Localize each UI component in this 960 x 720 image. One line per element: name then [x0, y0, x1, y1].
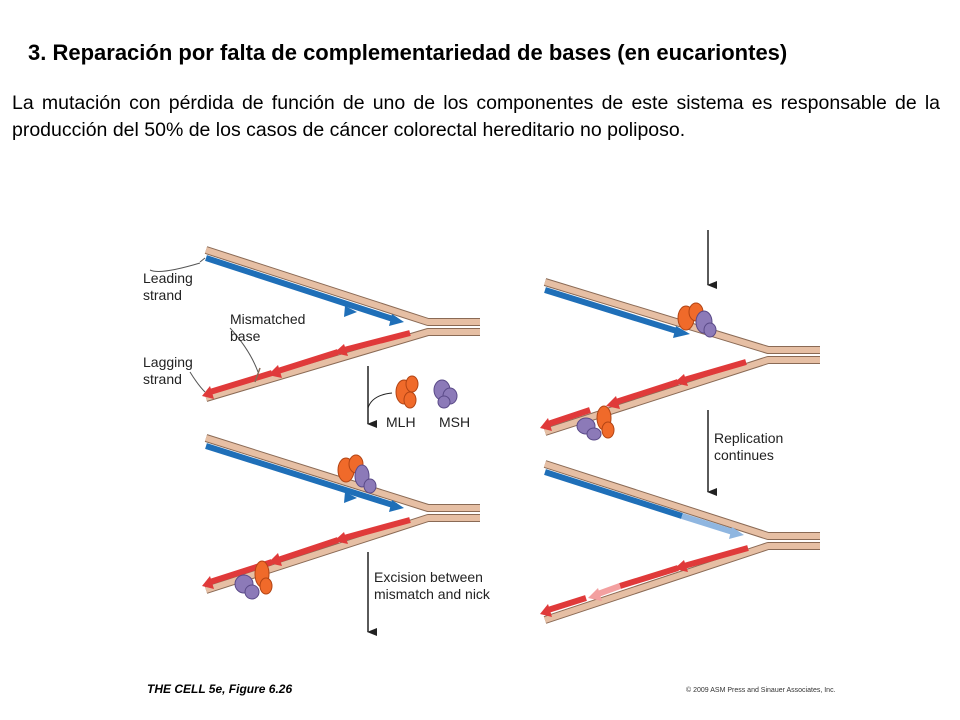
msh-label: MSH	[439, 414, 470, 430]
slide-body-text: La mutación con pérdida de función de un…	[12, 92, 940, 141]
fork-panel-a	[149, 246, 480, 402]
resynthesized-lagging-segment	[596, 583, 622, 597]
resynthesized-leading-segment	[681, 513, 737, 536]
replication-continues-label: Replication	[714, 430, 783, 446]
leading-strand-label: Leading	[143, 270, 193, 286]
lagging-strand-label-line2: strand	[143, 371, 182, 387]
fork-panel-c	[540, 278, 820, 441]
lagging-strand-label: Lagging	[143, 354, 193, 370]
mismatched-base-label: Mismatched	[230, 311, 305, 327]
msh-protein-icon	[433, 379, 458, 409]
slide-title: 3. Reparación por falta de complementari…	[28, 40, 788, 65]
mlh-label: MLH	[386, 414, 416, 430]
figure-caption-right: © 2009 ASM Press and Sinauer Associates,…	[686, 686, 836, 694]
mlh-msh-complex-leading-icon	[337, 454, 377, 494]
leading-strand-label-line2: strand	[143, 287, 182, 303]
fork-panel-d	[540, 460, 820, 624]
figure-caption-left: THE CELL 5e, Figure 6.26	[147, 682, 292, 696]
fork-panel-b	[202, 434, 480, 600]
lagging-strand-fragments	[209, 330, 411, 395]
mlh-protein-icon	[395, 375, 419, 409]
leading-strand-new	[205, 255, 397, 323]
mlh-msh-complex-bottom-icon	[576, 405, 615, 441]
excision-label: Excision between	[374, 569, 483, 585]
mlh-msh-complex-top-icon	[677, 302, 717, 338]
replication-continues-label-line2: continues	[714, 447, 774, 463]
mismatched-base-label-line2: base	[230, 328, 261, 344]
mlh-msh-complex-lagging-icon	[234, 560, 273, 600]
excision-label-line2: mismatch and nick	[374, 586, 491, 602]
